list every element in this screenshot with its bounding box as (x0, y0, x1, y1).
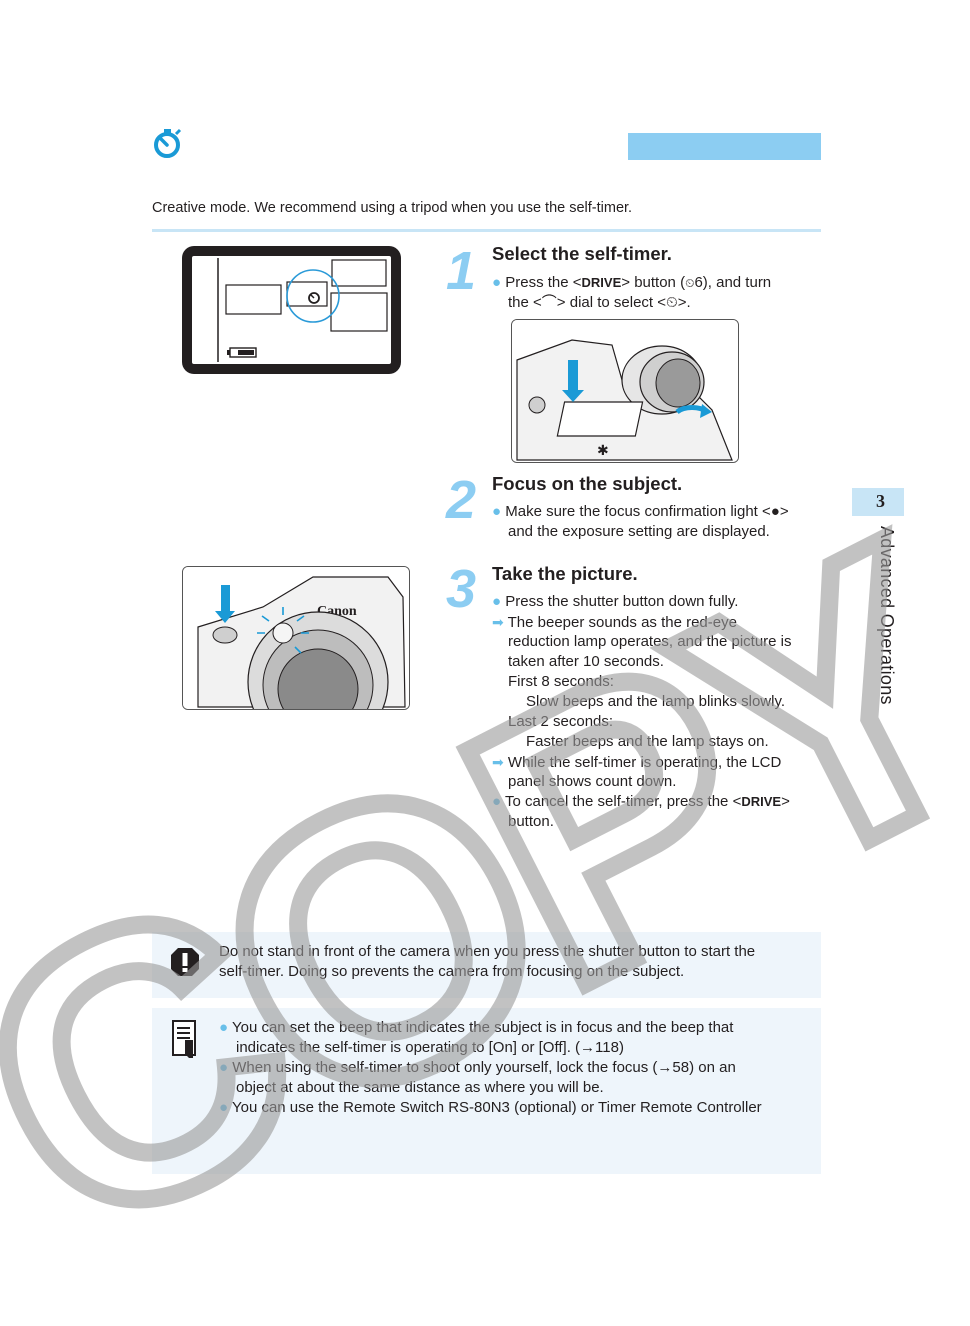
step-3-text: Last 2 seconds: (508, 713, 614, 730)
step-3-item-1: ● Press the shutter button down fully. (492, 592, 738, 612)
note-text: When using the self-timer to shoot only … (232, 1059, 736, 1076)
bullet-icon: ● (492, 274, 502, 291)
self-timer-symbol-icon: ⏲ (666, 294, 678, 311)
camera-front-photo: Canon (182, 566, 410, 710)
step-1-title: Select the self-timer. (492, 243, 672, 264)
step-1-text: ), and turn (702, 274, 772, 291)
drive-label: DRIVE (581, 275, 622, 290)
step-2-text: > (779, 503, 789, 520)
chapter-tab: 3 (852, 488, 904, 516)
focus-confirmation-icon: ● (770, 503, 780, 520)
caution-icon (171, 948, 199, 976)
step-3-text: While the self-timer is operating, the L… (507, 754, 782, 771)
step-2-line-1: ● Make sure the focus confirmation light… (492, 502, 789, 522)
main-dial-icon: ⌒ (541, 294, 557, 311)
step-3-text: button. (508, 813, 554, 830)
step-3-text: > (781, 793, 790, 810)
step-1-line-1: ● Press the <DRIVE> button (⏲6), and tur… (492, 273, 771, 293)
step-3-item-4: ● To cancel the self-timer, press the <D… (492, 792, 790, 812)
divider-rule (152, 229, 821, 232)
svg-text:✱: ✱ (597, 443, 609, 459)
chapter-label: Advanced Operations (877, 526, 897, 705)
bullet-icon: ● (492, 503, 502, 520)
note-text: You can set the beep that indicates the … (231, 1019, 734, 1036)
step-3-text: To cancel the self-timer, press the < (504, 793, 742, 810)
step-3-text: Press the shutter button down fully. (505, 593, 739, 610)
step-3-text: First 8 seconds: (508, 673, 614, 690)
step-number-1: 1 (446, 241, 477, 301)
step-1-text: >. (677, 294, 691, 311)
step-1-line-2: the <⌒> dial to select <⏲>. (508, 293, 691, 313)
timer-symbol-icon: ⏲ (685, 276, 695, 290)
step-3-item-3: ➡ While the self-timer is operating, the… (492, 752, 781, 773)
intro-text: Creative mode. We recommend using a trip… (152, 200, 633, 216)
result-arrow-icon: ➡ (492, 754, 504, 770)
step-2-text: Make sure the focus confirmation light < (505, 503, 771, 520)
step-3-text: reduction lamp operates, and the picture… (508, 633, 792, 650)
step-2-title: Focus on the subject. (492, 473, 683, 494)
bullet-icon: ● (219, 1099, 229, 1116)
step-number-3: 3 (446, 559, 477, 619)
step-2-line-2: and the exposure setting are displayed. (508, 523, 770, 540)
step-3-title: Take the picture. (492, 563, 638, 584)
note-1-line-1: ● You can set the beep that indicates th… (219, 1018, 733, 1038)
chapter-number: 3 (876, 491, 885, 511)
lcd-panel-illustration (182, 246, 401, 374)
bullet-icon: ● (492, 593, 502, 610)
note-2-line-2: object at about the same distance as whe… (236, 1079, 604, 1096)
note-1-line-2: indicates the self-timer is operating to… (236, 1039, 624, 1056)
self-timer-icon (154, 128, 182, 158)
drive-label: DRIVE (741, 794, 782, 809)
step-1-text: the < (508, 294, 542, 311)
caution-box: Do not stand in front of the camera when… (152, 932, 821, 998)
caution-line-2: self-timer. Doing so prevents the camera… (219, 963, 685, 980)
bullet-icon: ● (219, 1059, 229, 1076)
step-1-text: > button ( (621, 274, 686, 291)
step-1-symbol: 6 (694, 274, 703, 291)
caution-line-1: Do not stand in front of the camera when… (219, 943, 756, 960)
step-3-item-2: ➡ The beeper sounds as the red-eye (492, 612, 737, 633)
step-3-text: The beeper sounds as the red-eye (507, 614, 737, 631)
step-1-text: Press the < (505, 274, 582, 291)
watermark-text: COPY (0, 465, 970, 1317)
result-arrow-icon: ➡ (492, 614, 504, 630)
bullet-icon: ● (219, 1019, 229, 1036)
note-2-line-1: ● When using the self-timer to shoot onl… (219, 1058, 736, 1078)
step-3-text: Faster beeps and the lamp stays on. (526, 733, 769, 750)
step-1-text: > dial to select < (556, 294, 667, 311)
bullet-icon: ● (492, 793, 502, 810)
step-3-text: taken after 10 seconds. (508, 653, 664, 670)
note-3-line-1: ● You can use the Remote Switch RS-80N3 … (219, 1098, 762, 1118)
notes-box: ● You can set the beep that indicates th… (152, 1008, 821, 1174)
step-number-2: 2 (446, 470, 477, 530)
note-text: You can use the Remote Switch RS-80N3 (o… (231, 1099, 762, 1116)
step-3-text: Slow beeps and the lamp blinks slowly. (526, 693, 786, 710)
camera-top-photo: ✱ (511, 319, 739, 463)
section-header-bar (628, 133, 821, 160)
memo-icon (172, 1020, 196, 1058)
step-3-text: panel shows count down. (508, 773, 677, 790)
